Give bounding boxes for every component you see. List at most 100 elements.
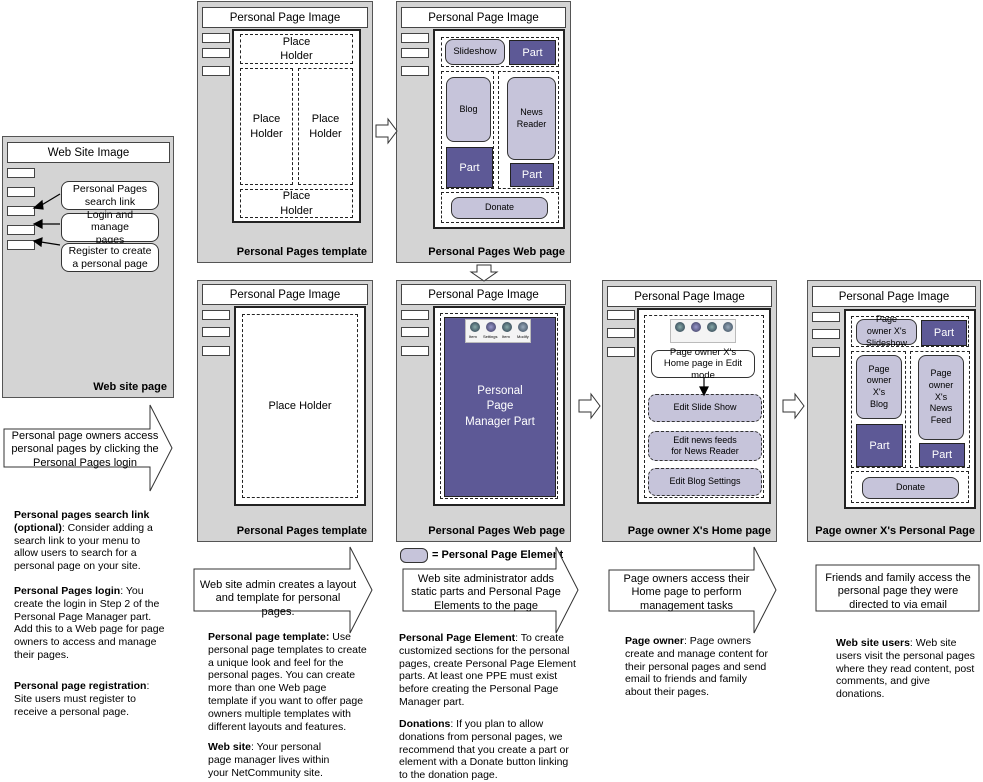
nav-item	[401, 346, 429, 356]
donate-element: Donate	[862, 477, 959, 499]
home-page-caption: Page owner X's Home page	[627, 525, 771, 537]
owner-blog-element: Page owner X's Blog	[856, 355, 902, 419]
owner-news-feed-element: Page owner X's News Feed	[918, 355, 964, 440]
block-arrow-icon	[578, 392, 601, 420]
nav-item	[607, 310, 635, 320]
legend-label: = Personal Page Element	[432, 549, 564, 561]
webpage-panel: Slideshow Part Blog Part News Reader Par…	[433, 29, 565, 229]
window-title: Personal Page Image	[607, 286, 772, 307]
part-element: Part	[856, 424, 903, 467]
note-title: Personal Pages login	[14, 585, 121, 597]
note-body: : Web site users visit the personal page…	[836, 637, 975, 701]
edit-news-button[interactable]: Edit news feeds for News Reader	[648, 431, 762, 461]
note-body: : Page owners create and manage content …	[625, 635, 769, 699]
website-page-caption: Web site page	[93, 381, 167, 393]
block-arrow-icon	[782, 392, 805, 420]
flow-arrow-owners	[608, 546, 777, 634]
edit-slideshow-button[interactable]: Edit Slide Show	[648, 394, 762, 422]
note-login: Personal Pages login: You create the log…	[14, 585, 166, 662]
block-arrow-icon	[469, 264, 499, 282]
note-website: Web site: Your personal page manager liv…	[208, 741, 333, 779]
window-title: Personal Page Image	[202, 284, 368, 305]
note-donations: Donations: If you plan to allow donation…	[399, 718, 579, 782]
mini-label: Item	[469, 334, 477, 339]
mini-item-icon	[502, 322, 512, 332]
part-element: Part	[446, 147, 493, 188]
block-arrow-icon	[375, 117, 398, 145]
part-element: Part	[919, 443, 965, 467]
note-body: : Site users must register to receive a …	[14, 680, 150, 718]
note-title: Personal page registration	[14, 680, 147, 692]
legend: = Personal Page Element	[400, 547, 580, 565]
nav-item	[202, 327, 230, 337]
placeholder-top: Place Holder	[240, 34, 353, 64]
nav-item	[202, 33, 230, 43]
note-title: Web site	[208, 741, 251, 753]
website-nav-item	[7, 187, 35, 197]
template-window-top: Personal Page Image Place Holder Place H…	[197, 1, 373, 263]
nav-item	[401, 310, 429, 320]
mini-label: Settings	[483, 334, 498, 339]
owner-slideshow-element: Page owner X's Slideshow	[856, 314, 917, 348]
nav-item	[401, 48, 429, 58]
part-element: Part	[510, 163, 554, 187]
callout-search-link: Personal Pages search link	[61, 181, 159, 210]
nav-item	[607, 328, 635, 338]
slideshow-element: Slideshow	[445, 39, 505, 65]
flow-admin-text: Web site admin creates a layout and temp…	[199, 579, 357, 618]
personal-panel: Page owner X's Slideshow Part Page owner…	[844, 309, 976, 509]
website-image-title: Web Site Image	[7, 142, 170, 163]
part-element: Part	[921, 320, 967, 346]
mini-settings-icon	[691, 322, 701, 332]
mini-settings-icon	[486, 322, 496, 332]
donate-element: Donate	[451, 197, 548, 219]
note-title: Personal Page Element	[399, 632, 516, 644]
nav-item	[202, 310, 230, 320]
note-search-link: Personal pages search link (optional): C…	[14, 509, 166, 573]
nav-item	[202, 48, 230, 58]
mini-item-icon	[470, 322, 480, 332]
note-body: : If you plan to allow donations from pe…	[399, 718, 569, 782]
window-title: Personal Page Image	[401, 284, 566, 305]
part-element: Part	[509, 40, 556, 65]
friends-box	[815, 564, 980, 612]
placeholder-right: Place Holder	[298, 68, 353, 185]
edit-blog-button[interactable]: Edit Blog Settings	[648, 468, 762, 496]
home-icon-strip	[670, 319, 736, 343]
note-site-users: Web site users: Web site users visit the…	[836, 637, 976, 701]
nav-item	[812, 329, 840, 339]
template-caption-bottom: Personal Pages template	[236, 525, 367, 537]
template-caption-top: Personal Pages template	[236, 246, 367, 258]
note-title: Personal pages search link (optional)	[14, 509, 150, 534]
nav-item	[607, 347, 635, 357]
arrowhead-icon	[699, 386, 709, 397]
website-nav-item	[7, 168, 35, 178]
webpage-window-bottom: Personal Page Image Personal Page Manage…	[396, 280, 571, 542]
note-template: Personal page template: Use personal pag…	[208, 631, 368, 733]
note-ppe: Personal Page Element: To create customi…	[399, 632, 579, 709]
template-panel: Place Holder	[234, 306, 366, 506]
flow-left-text: Personal page owners access personal pag…	[11, 430, 159, 469]
mini-label: Item	[502, 334, 510, 339]
note-title: Page owner	[625, 635, 684, 647]
personal-page-caption: Page owner X's Personal Page	[815, 525, 975, 537]
arrowhead-icon	[32, 237, 43, 248]
website-nav-item	[7, 240, 35, 250]
mini-modify-icon	[723, 322, 733, 332]
nav-item	[202, 346, 230, 356]
note-page-owner: Page owner: Page owners create and manag…	[625, 635, 775, 699]
mini-item-icon	[675, 322, 685, 332]
template-panel: Place Holder Place Holder Place Holder P…	[232, 29, 361, 223]
legend-swatch	[400, 548, 428, 563]
nav-item	[812, 312, 840, 322]
website-page-window: Web Site Image Personal Pages search lin…	[2, 136, 174, 398]
edit-mode-label: Page owner X's Home page in Edit mode	[651, 347, 755, 381]
mini-modify-icon	[518, 322, 528, 332]
webpage-caption-bottom: Personal Pages Web page	[428, 525, 565, 537]
flow-arrow-static	[402, 546, 579, 634]
nav-item	[812, 347, 840, 357]
callout-register: Register to create a personal page	[61, 243, 159, 272]
flow-static-text: Web site administrator adds static parts…	[411, 573, 561, 612]
home-panel: Page owner X's Home page in Edit mode Ed…	[637, 308, 771, 504]
note-body: : Consider adding a search link to your …	[14, 521, 153, 573]
